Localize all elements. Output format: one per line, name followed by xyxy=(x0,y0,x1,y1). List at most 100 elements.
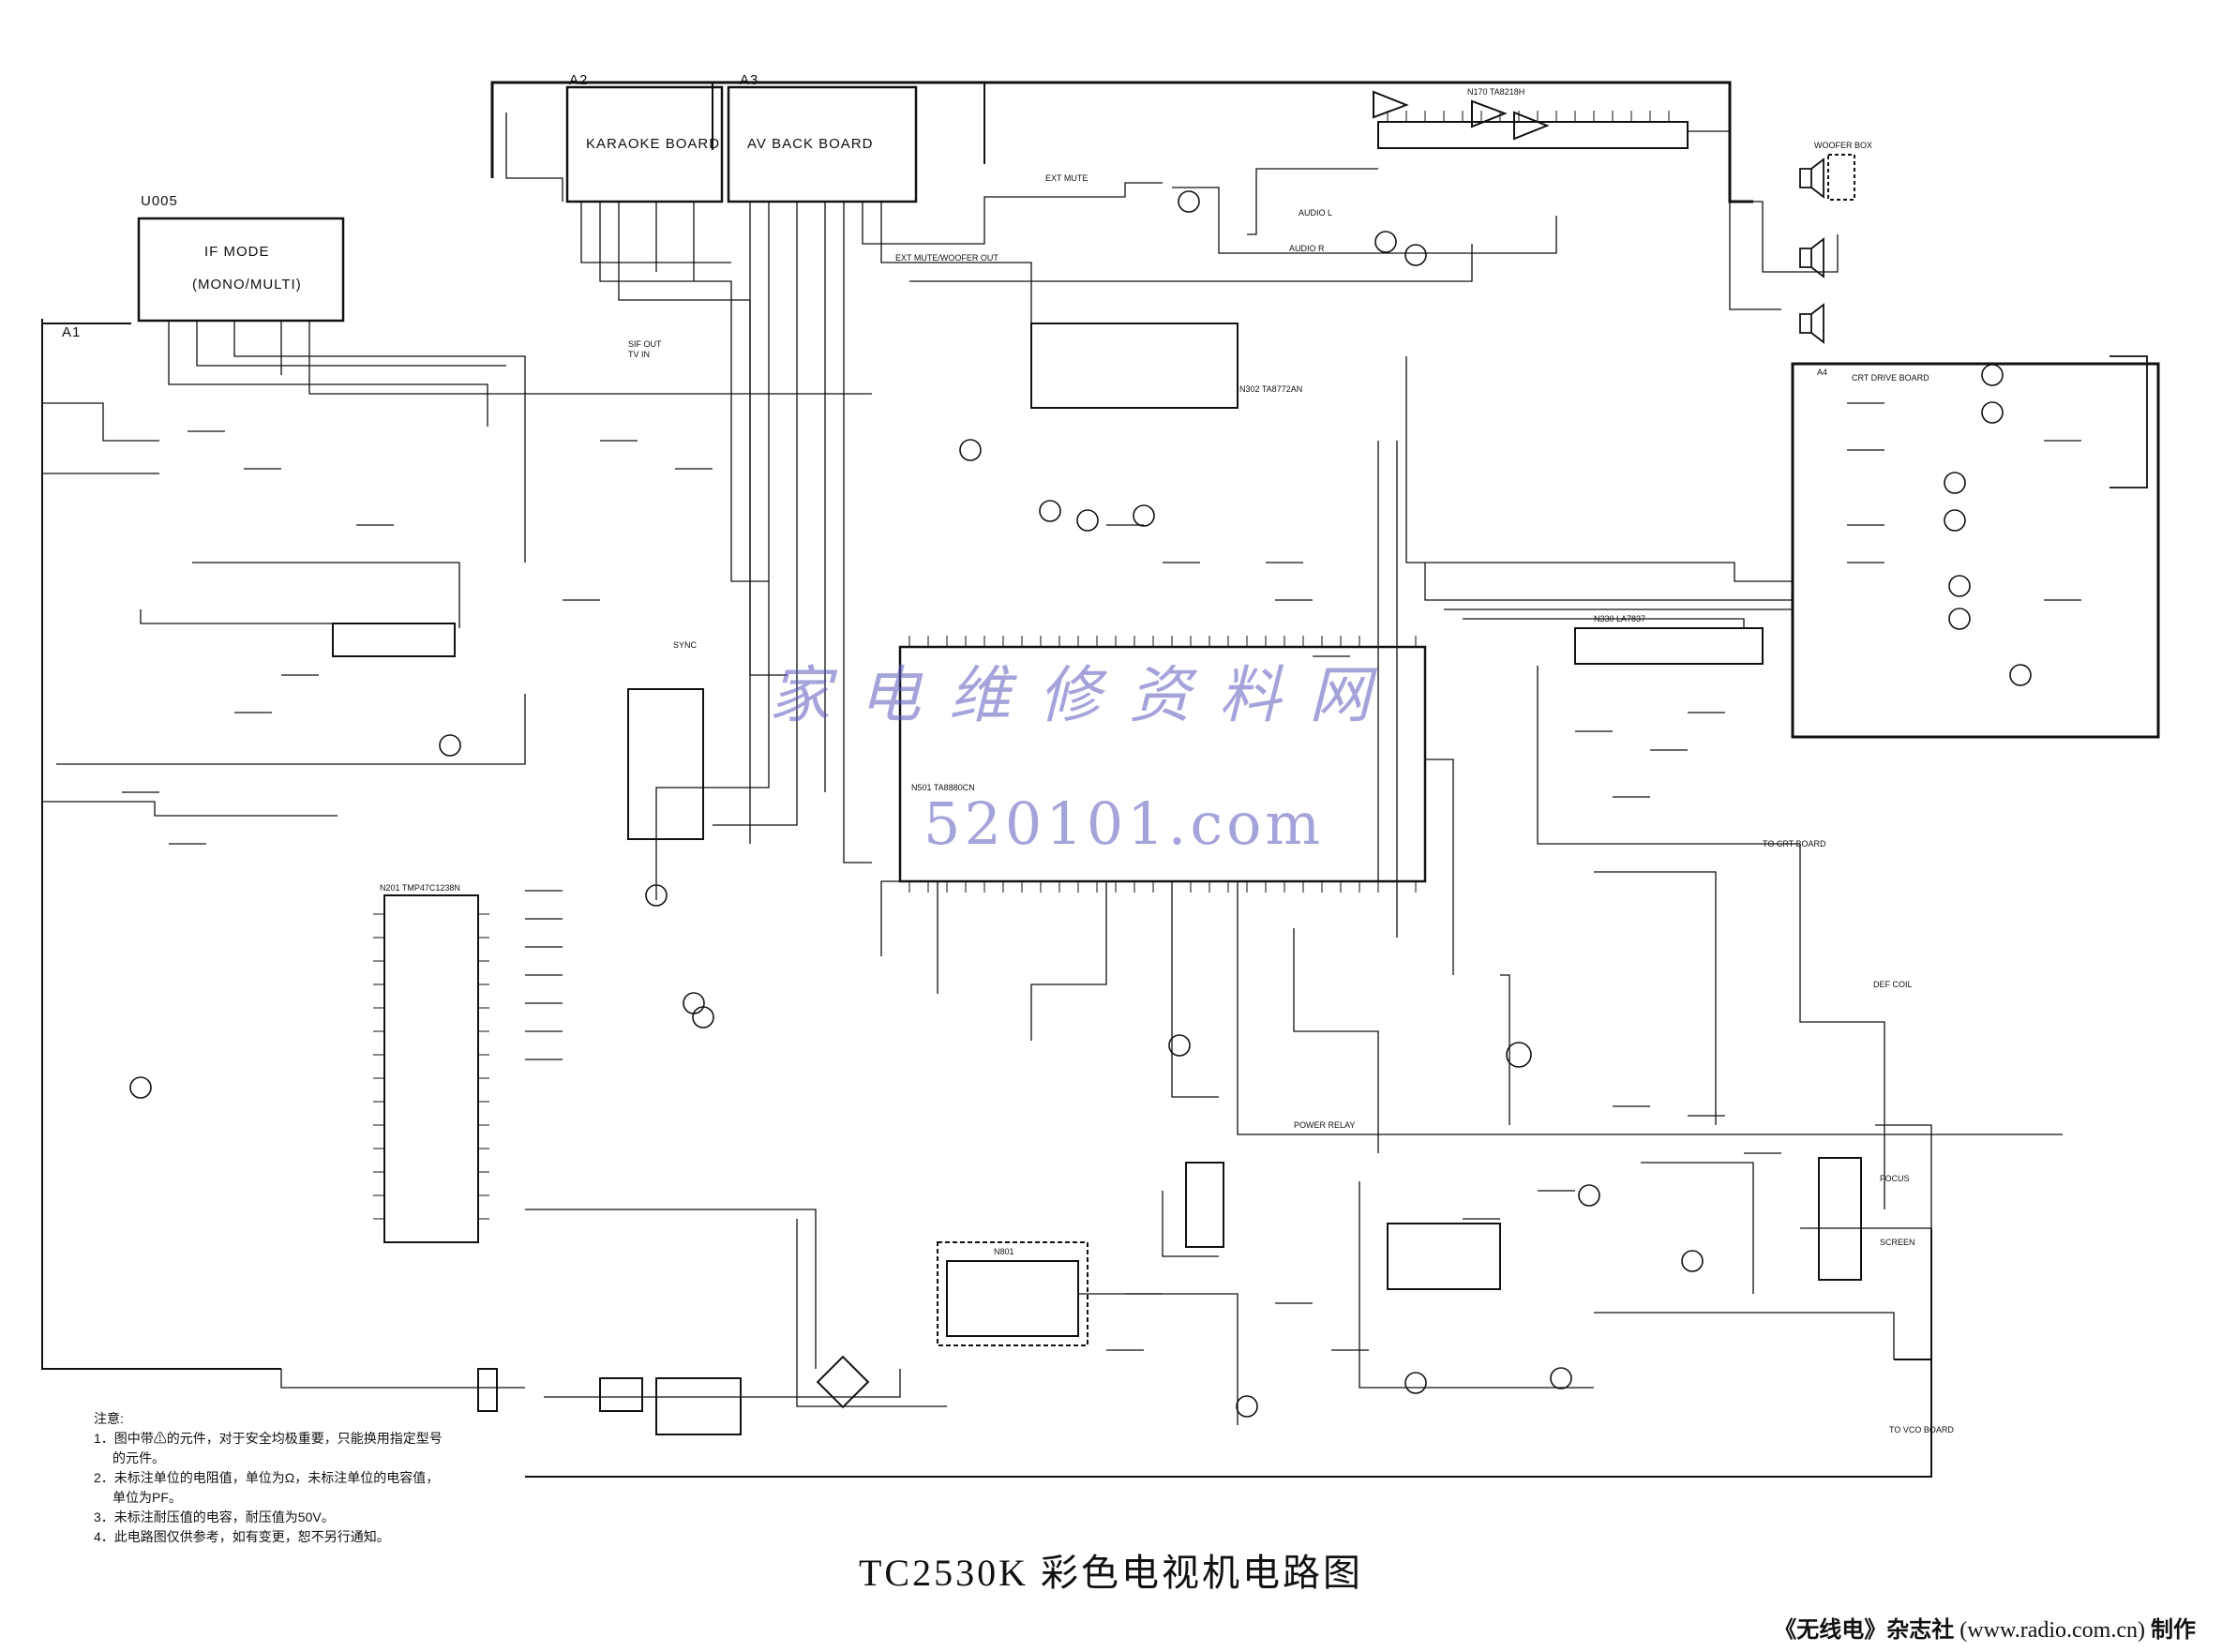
av-back-board-label: AV BACK BOARD xyxy=(747,136,874,152)
ic-n104-body xyxy=(332,623,456,657)
transistor xyxy=(1681,1250,1704,1272)
transistor xyxy=(1506,1042,1532,1068)
if-mode-label: IF MODE xyxy=(204,244,270,260)
ic-n801-label: N801 xyxy=(994,1247,1014,1256)
ic-n330-label: N330 LA7837 xyxy=(1594,614,1646,623)
ic-n170-label: N170 TA8218H xyxy=(1467,87,1525,97)
speaker-symbol xyxy=(1799,158,1824,199)
note-3: 3．未标注耐压值的电容，耐压值为50V。 xyxy=(94,1509,335,1524)
publisher-credit: 《无线电》杂志社 (www.radio.com.cn) 制作 xyxy=(1774,1611,2196,1644)
to-crt-label: TO CRT BOARD xyxy=(1763,839,1826,849)
karaoke-board-label: KARAOKE BOARD xyxy=(586,136,721,152)
crt-drive-board-outline xyxy=(1791,362,2160,739)
line-filter xyxy=(599,1377,643,1412)
ic-n330-body xyxy=(1574,627,1764,665)
ic-n801-body xyxy=(946,1260,1079,1337)
transistor xyxy=(1404,244,1427,266)
ic-n501-label: N501 TA8880CN xyxy=(911,783,975,792)
transistor xyxy=(1039,500,1061,522)
transistor xyxy=(1944,472,1966,494)
transistor xyxy=(1374,231,1397,253)
speaker-symbol xyxy=(1799,237,1824,278)
transistor xyxy=(1404,1372,1427,1394)
ic-n170-amp-2 xyxy=(1471,99,1508,128)
transistor xyxy=(1578,1184,1600,1207)
ext-woofer-label: EXT MUTE/WOOFER OUT xyxy=(895,253,998,263)
transistor xyxy=(129,1076,152,1099)
watermark-text: 家电维修资料网 xyxy=(769,659,1399,731)
tv-in-label: TV IN xyxy=(628,350,651,359)
board-a1-label: A1 xyxy=(62,324,82,340)
transistor xyxy=(1981,364,2004,386)
left-upper-bus xyxy=(42,83,985,324)
u005-ref-label: U005 xyxy=(141,193,178,209)
ic-n302-label: N302 TA8772AN xyxy=(1239,384,1303,394)
flyback-transformer xyxy=(1818,1157,1862,1281)
ic-n501-body xyxy=(898,645,1427,883)
ic-n201-label: N201 TMP47C1238N xyxy=(380,883,460,893)
ic-n170-amp-3 xyxy=(1513,111,1550,141)
audio-l-label: AUDIO L xyxy=(1299,208,1333,218)
switching-transformer xyxy=(1185,1162,1224,1248)
transistor xyxy=(1948,608,1971,630)
transistor xyxy=(645,884,668,907)
publisher-url: (www.radio.com.cn) xyxy=(1959,1618,2145,1643)
ic-n815-body xyxy=(1387,1223,1501,1290)
crt-socket xyxy=(2109,355,2148,488)
board-a4-label: A4 xyxy=(1817,368,1828,377)
woofer-box-outline xyxy=(1827,154,1855,201)
diagram-title: TC2530K 彩色电视机电路图 xyxy=(859,1552,1363,1594)
note-1-cont: 的元件。 xyxy=(113,1450,165,1465)
transistor xyxy=(1133,504,1155,527)
notes-block: 注意: 1．图中带⚠的元件，对于安全均极重要，只能换用指定型号 的元件。 2．未… xyxy=(94,1409,443,1547)
to-vco-label: TO VCO BOARD xyxy=(1889,1425,1954,1434)
transistor xyxy=(1944,509,1966,532)
power-module-frame xyxy=(937,1241,1088,1346)
transistor xyxy=(1948,575,1971,597)
crt-drive-board-label: CRT DRIVE BOARD xyxy=(1852,373,1929,383)
transistor xyxy=(2009,664,2032,686)
sync-label: SYNC xyxy=(673,640,698,650)
if-mode-sub-label: (MONO/MULTI) xyxy=(192,277,302,293)
board-a3-label: A3 xyxy=(740,72,759,88)
def-coil-label: DEF COIL xyxy=(1873,980,1913,989)
transistor xyxy=(1168,1034,1191,1057)
publisher-name: 《无线电》杂志社 xyxy=(1774,1618,1955,1643)
transistor xyxy=(1236,1395,1258,1418)
speaker-symbol xyxy=(1799,303,1824,344)
ic-n170-body xyxy=(1377,121,1689,149)
board-a2-label: A2 xyxy=(569,72,589,88)
bridge-rectifier xyxy=(816,1355,870,1409)
transistor xyxy=(1076,509,1099,532)
transistor xyxy=(1178,190,1200,213)
main-bus-frame xyxy=(41,319,1932,1478)
top-bus xyxy=(490,81,1753,203)
if-mode-board-outline xyxy=(137,217,345,323)
note-1: 1．图中带⚠的元件，对于安全均极重要，只能换用指定型号 xyxy=(94,1431,443,1446)
av-back-board-outline xyxy=(727,85,918,203)
screen-label: SCREEN xyxy=(1880,1238,1915,1247)
sif-out-label: SIF OUT xyxy=(628,339,662,349)
focus-label: FOCUS xyxy=(1880,1174,1910,1183)
woofer-box-label: WOOFER BOX xyxy=(1814,141,1873,150)
ic-n302-body xyxy=(1030,323,1239,409)
transistor xyxy=(959,439,982,461)
credit-suffix: 制作 xyxy=(2151,1618,2196,1643)
karaoke-board-outline xyxy=(565,85,724,203)
audio-r-label: AUDIO R xyxy=(1289,244,1325,253)
note-2: 2．未标注单位的电阻值，单位为Ω，未标注单位的电容值， xyxy=(94,1470,440,1485)
notes-heading: 注意: xyxy=(94,1411,124,1426)
transistor xyxy=(1550,1367,1572,1389)
note-2-cont: 单位为PF。 xyxy=(113,1490,182,1505)
ic-n220-body xyxy=(627,688,704,840)
transistor xyxy=(683,992,705,1014)
degauss-coil xyxy=(477,1368,498,1412)
note-4: 4．此电路图仅供参考，如有变更，恕不另行通知。 xyxy=(94,1529,390,1544)
rectifier-block xyxy=(655,1377,742,1435)
ext-mute-label: EXT MUTE xyxy=(1045,173,1088,183)
ic-n170-amp-1 xyxy=(1373,90,1409,119)
power-relay-label: POWER RELAY xyxy=(1294,1120,1356,1130)
transistor xyxy=(439,734,461,757)
watermark-site: 520101.com xyxy=(923,789,1325,858)
